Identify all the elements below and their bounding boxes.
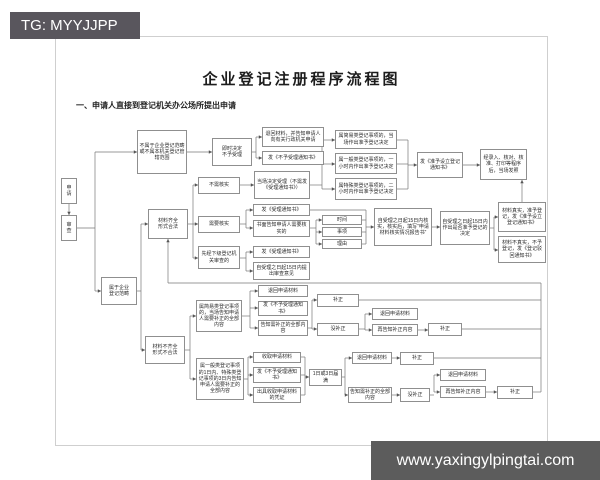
flow-box-inform-verify: 书面告知申请人需要核实的	[253, 220, 310, 237]
flow-box-return3: 退回申请材料	[372, 308, 418, 320]
flow-box-fix1: 补正	[317, 294, 359, 307]
flow-box-incomplete: 材料不齐全 形式不合法	[145, 336, 185, 364]
flow-box-complete: 材料齐全 形式合法	[148, 209, 188, 239]
flow-box-simple2: 属简易类登记事项的，当场告知申请人需要补正的全部内容	[196, 300, 242, 332]
section-heading: 一、申请人直接到登记机关办公场所提出申请	[76, 101, 236, 110]
flow-box-inform-fix1: 告知需补正的全部内容	[258, 320, 308, 336]
flow-box-v-time: 时间	[322, 215, 362, 225]
flow-box-verify15: 自受理之日起15日内核实，核实后，填写“申请材料核实情况报告书”	[374, 208, 432, 246]
flow-box-v-reason: 理由	[322, 239, 362, 249]
flow-box-belong: 属于企业 登记范畴	[101, 277, 137, 305]
flow-box-cat-special: 属特殊类登记事项的，二小时内作出准予登记决定	[335, 178, 397, 200]
flow-box-notbelong: 不属于企业登记范畴或不属本机关登记管辖范围	[137, 130, 187, 174]
flow-box-cat-general: 属一般类登记事项的，一小时内作出准予登记决定	[335, 153, 397, 174]
watermark-bottom-right: www.yaxingylpingtai.com	[371, 441, 600, 480]
flow-box-accept-notice1: 发《受理通知书》	[253, 204, 310, 216]
watermark-top-left: TG: MYYJJPP	[10, 12, 140, 39]
flow-box-accept-spot: 当场决定受理（不需发《受理通知书》）	[254, 171, 310, 199]
flow-box-fix2: 补正	[428, 323, 462, 336]
flow-box-receipt: 出具收取申请材料的凭证	[253, 387, 301, 403]
flow-box-noverify: 不需核实	[198, 177, 240, 194]
flow-box-accept-notice2: 发《受理通知书》	[253, 246, 310, 258]
flow-box-apply: 申 请	[61, 178, 77, 204]
flow-box-reinform1: 再告知补正内容	[372, 324, 418, 336]
flow-box-return5: 退回申请材料	[440, 369, 486, 381]
flow-box-v-item: 事项	[322, 227, 362, 237]
flow-box-verify: 需要核实	[198, 216, 240, 233]
flow-box-mat-false: 材料不真实，不予登记，发《登记驳回通知书》	[498, 236, 546, 263]
flow-box-general2: 属一般类登记事项的1日内、特殊类登记事项的3日内告知申请人需要补正的全部内容	[196, 358, 244, 400]
flow-box-opinion15: 自受理之日起15日内提出审查意见	[253, 262, 310, 280]
flow-box-fix3: 补正	[400, 352, 434, 365]
flow-box-return2: 退回申请材料	[258, 285, 308, 297]
flow-box-cat-simple: 属简易类登记事项的，当场作出准予登记决定	[335, 130, 397, 149]
page-title: 企业登记注册程序流程图	[202, 72, 401, 88]
flow-box-expire: 1日或3日届满	[309, 369, 342, 386]
flow-box-notice-no1: 发《不予受理通知书》	[262, 151, 324, 165]
flow-box-issue-license: 经录入、核对、核准、打印等程序后，当场发照	[480, 149, 527, 180]
flow-box-collect: 收取申请材料	[253, 352, 301, 363]
flow-box-instant: 即时决定 不予受理	[212, 138, 252, 166]
flow-box-fix4: 补正	[497, 386, 533, 399]
flow-box-mat-true: 材料真实，准予登记，发《准予设立登记通知书》	[498, 202, 546, 232]
flow-box-reinform2: 再告知补正内容	[440, 386, 486, 398]
flow-box-inform-fix2: 告知需补正的全部内容	[348, 387, 392, 403]
flow-box-review: 审 查	[61, 215, 77, 241]
flow-box-return1: 退回材料，并告知申请人向有关行政机关申请	[262, 127, 324, 147]
flow-box-prereview: 先经下级登记机关审查的	[198, 246, 240, 269]
flow-box-grant-notice: 发《准予设立登记通知书》	[417, 152, 463, 178]
flow-box-nofix2: 没补正	[400, 388, 430, 402]
flow-box-decide15: 自受理之日起15日内作出是否准予登记的决定	[440, 211, 490, 245]
flow-box-notice-no3: 发《不予受理通知书》	[253, 367, 301, 383]
flow-box-notice-no2: 发《不予受理通知书》	[258, 301, 308, 316]
flow-box-return4: 退回申请材料	[352, 352, 392, 364]
flow-box-nofix1: 没补正	[317, 323, 359, 336]
